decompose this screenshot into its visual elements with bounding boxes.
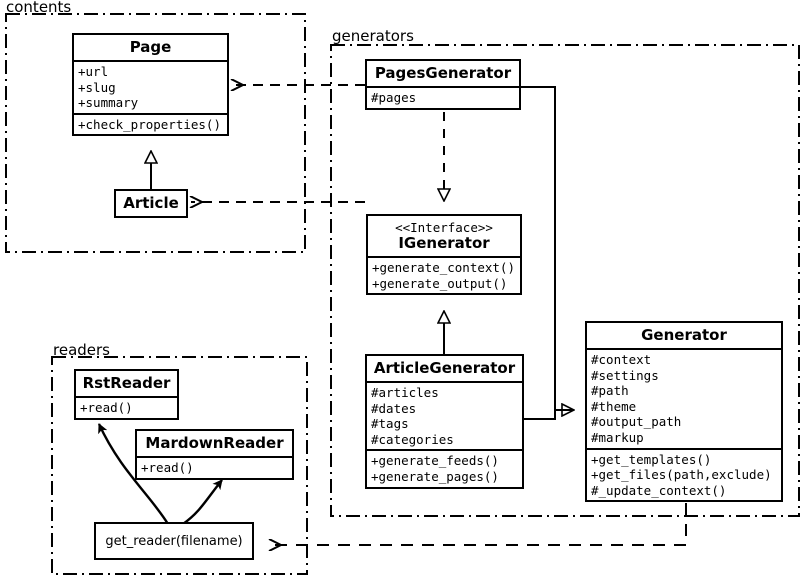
class-name-pagesgenerator: PagesGenerator [374,64,512,82]
attributes-compartment-articlegenerator: #articles #dates #tags #categories [367,383,522,449]
package-label-generators: generators [330,27,416,45]
operations-compartment-page: +check_properties() [74,115,227,135]
attribute-row: #theme [591,398,637,414]
operation-row: +read() [80,400,133,415]
class-name-generator: Generator [641,326,727,344]
operations-compartment-igenerator: +generate_context() +generate_output() [368,258,520,293]
class-name-page: Page [129,38,172,56]
operations-compartment-generator: +get_templates() +get_files(path,exclude… [587,450,781,501]
class-name-mardownreader: MardownReader [145,434,284,452]
class-box-igenerator[interactable]: <<Interface>> IGenerator +generate_conte… [366,214,522,296]
attribute-row: #settings [591,367,659,383]
class-box-article[interactable]: Article [114,189,188,218]
attribute-row: #tags [371,416,409,432]
attribute-row: #path [591,383,629,399]
function-box-get-reader[interactable]: get_reader(filename) [94,522,254,560]
stereotype-label: <<Interface>> [395,220,493,235]
class-box-mardownreader[interactable]: MardownReader +read() [135,429,294,480]
function-name-get-reader: get_reader(filename) [105,533,243,549]
attribute-row: #output_path [591,414,682,430]
operation-row: +generate_pages() [371,468,499,484]
operation-row: +generate_context() [372,260,515,275]
attributes-compartment-pagesgenerator: #pages [367,88,519,108]
class-box-articlegenerator[interactable]: ArticleGenerator #articles #dates #tags … [365,354,524,489]
operations-compartment-mardownreader: +read() [137,458,292,478]
attribute-row: #categories [371,431,454,447]
operations-compartment-rstreader: +read() [76,398,177,418]
operation-row: +generate_feeds() [371,453,499,469]
attributes-compartment-page: +url +slug +summary [74,62,227,113]
attribute-row: #dates [371,400,417,416]
interface-name-text: IGenerator [398,234,490,252]
operation-row: +read() [141,460,194,475]
relation-generator-depends-getreader [270,503,687,545]
class-name-article: Article [123,194,179,212]
relation-pagesgenerator-generalizes-generator [521,86,573,410]
operations-compartment-articlegenerator: +generate_feeds() +generate_pages() [367,451,522,486]
relation-articlegenerator-generalizes-generator [524,409,573,420]
operation-row: +get_files(path,exclude) [591,467,772,483]
relation-getreader-creates-mardownreader [182,479,223,525]
operation-row: #_update_context() [591,482,727,498]
attribute-row: +slug [78,79,116,95]
class-box-rstreader[interactable]: RstReader +read() [74,369,179,420]
attribute-row: #context [591,352,652,367]
class-name-articlegenerator: ArticleGenerator [373,359,516,377]
class-box-generator[interactable]: Generator #context #settings #path #them… [585,321,783,503]
package-label-readers: readers [51,341,112,359]
package-label-contents: contents [4,0,74,16]
operation-row: +check_properties() [78,116,221,132]
operation-row: +generate_output() [372,275,508,291]
attribute-row: +url [78,64,109,79]
attribute-row: +summary [78,95,139,111]
attribute-row: #markup [591,429,644,445]
class-name-igenerator: <<Interface>> IGenerator [368,216,520,256]
class-box-page[interactable]: Page +url +slug +summary +check_properti… [72,33,229,137]
class-box-pagesgenerator[interactable]: PagesGenerator #pages [365,59,521,110]
attribute-row: #pages [371,90,417,105]
operation-row: +get_templates() [591,451,712,467]
class-name-rstreader: RstReader [82,374,171,392]
attributes-compartment-generator: #context #settings #path #theme #output_… [587,350,781,448]
attribute-row: #articles [371,385,439,400]
